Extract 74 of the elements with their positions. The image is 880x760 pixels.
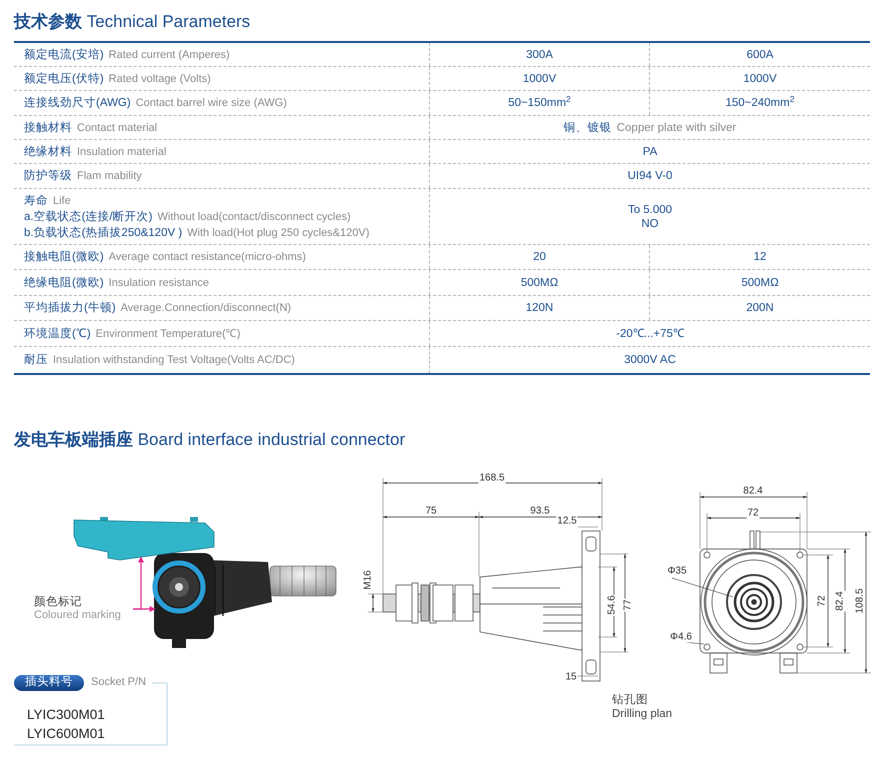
parameter-name: 额定电流(安培) [24, 47, 104, 62]
parameter-name: Contact barrel wire size (AWG) [136, 96, 287, 111]
drawing-caption: 钻孔图 [612, 692, 648, 708]
dimension-value: 82.4 [834, 590, 846, 612]
callout-label: 颜色标记 Coloured marking [34, 596, 133, 622]
parameter-name: Average.Connection/disconnect(N) [120, 301, 292, 316]
parameter-name: With load(Hot plug 250 cycles&120V) [187, 226, 370, 240]
parameter-name: 平均插拔力(牛顿) [24, 300, 116, 316]
part-number: LYIC600M01 [27, 725, 105, 743]
dimension-value: 77 [622, 598, 634, 612]
parameter-value: 50~150mm$^{2}$ [508, 96, 571, 110]
dimension-value: 93.5 [529, 506, 551, 516]
parameter-value: 1000V [522, 72, 556, 86]
dimension-value: 75 [424, 506, 438, 516]
dimension-value: 54.6 [606, 594, 618, 616]
parameter-name: 连接线劲尺寸(AWG) [24, 96, 131, 111]
parameter-name: Environment Temperature(℃) [96, 326, 240, 342]
parameter-name: 耐压 [24, 352, 48, 368]
parameter-name: Insulation withstanding Test Voltage(Volts AC/DC) [53, 353, 295, 368]
socket-cover [74, 520, 214, 560]
parameter-name: Average contact resistance(micro-ohms) [108, 250, 306, 265]
coloured-ring [152, 560, 206, 614]
dimension-value: 15 [564, 672, 578, 682]
parameter-name: Without load(contact/disconnect cycles) [157, 210, 351, 224]
leader-line [133, 606, 156, 612]
parameter-name: 接触电阻(微欧) [24, 250, 104, 265]
parameter-value: -20℃...+75℃ [616, 326, 684, 340]
parameter-value: 铜、镀银 [564, 120, 612, 134]
dimension-value: 12.5 [556, 516, 578, 526]
dimension-value: 168.5 [478, 472, 506, 484]
parameter-value: 500MΩ [520, 276, 558, 290]
parameter-name: 环境温度(℃) [24, 326, 91, 342]
parameter-name: 防护等级 [24, 168, 72, 184]
parameter-value: 1000V [743, 72, 777, 86]
parameter-name: b.负载状态(热插拔250&120V ) [24, 226, 182, 240]
section-title: 发电车板端插座 Board interface industrial connector [14, 429, 406, 451]
parameter-value: 500MΩ [741, 276, 779, 290]
dimension-value: 82.4 [742, 486, 764, 496]
parameter-value: To 5.000 NO [626, 202, 674, 230]
parameter-value: 20 [533, 250, 546, 264]
parameter-name: 接触材料 [24, 120, 72, 136]
parameter-value: 3000V AC [624, 353, 676, 367]
parameter-value: 12 [754, 250, 766, 264]
parameter-value: 120N [526, 301, 554, 315]
dimension-value: Φ4.6 [669, 632, 693, 642]
dimension-value: 108.5 [854, 587, 866, 615]
drawing-caption: Drilling plan [612, 707, 672, 722]
section-title: 技术参数 Technical Parameters [14, 11, 250, 33]
parameter-name: 寿命 [24, 194, 48, 208]
parameter-name: Contact material [77, 120, 158, 136]
parameter-value: 150~240mm$^{2}$ [725, 96, 795, 110]
part-number: LYIC300M01 [27, 706, 105, 724]
dimension-value: 72 [746, 508, 760, 518]
parameter-name: Life [53, 194, 71, 208]
parameter-name: Rated voltage (Volts) [108, 72, 211, 86]
parameter-value: PA [642, 144, 658, 158]
parameter-value: 200N [746, 301, 774, 315]
parameter-name: Insulation material [77, 144, 166, 160]
parameter-name: Flam mability [77, 169, 142, 184]
parameter-name: a.空载状态(连接/断开次) [24, 209, 152, 224]
parameter-name: 额定电压(伏特) [24, 72, 104, 86]
parameter-name: Insulation resistance [108, 276, 209, 290]
parameter-name: 绝缘电阻(微欧) [24, 276, 104, 290]
parameter-value: 300A [526, 48, 553, 62]
parameter-name: 绝缘材料 [24, 144, 72, 160]
dimension-value: M16 [362, 569, 374, 591]
dimension-value: Φ35 [666, 566, 688, 576]
dimension-value: 72 [816, 594, 828, 608]
parameter-value: 600A [746, 48, 774, 62]
parameter-name: Rated current (Amperes) [108, 48, 230, 62]
parameter-value: Copper plate with silver [616, 120, 736, 134]
title-pill: 插头料号 [14, 675, 84, 691]
parameter-value: UI94 V-0 [628, 169, 672, 183]
pill-caption: Socket P/N [91, 676, 146, 689]
